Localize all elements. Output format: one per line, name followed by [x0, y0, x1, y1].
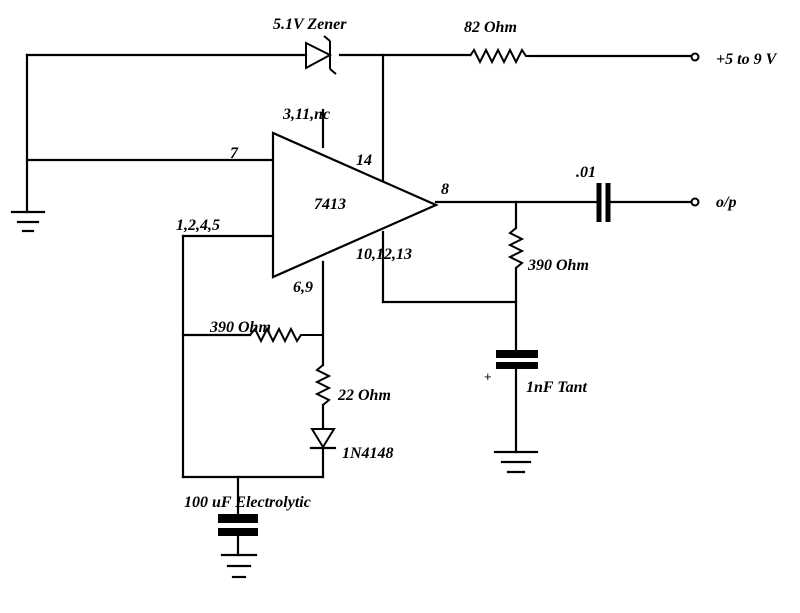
resistor-390-ohm-left: [249, 326, 323, 344]
diode-1n4148-symbol: [309, 428, 337, 450]
resistor-390-ohm-right: [507, 227, 525, 269]
label-100uf-electrolytic: 100 uF Electrolytic: [184, 494, 311, 511]
label-pin14: 14: [356, 152, 372, 169]
label-diode: 1N4148: [342, 445, 394, 462]
label-pins-gnd: 10,12,13: [356, 246, 412, 263]
label-390-ohm-right: 390 Ohm: [527, 257, 589, 274]
label-pin8: 8: [441, 181, 449, 198]
label-1nf-tant: 1nF Tant: [526, 379, 587, 396]
label-pins-left: 1,2,4,5: [176, 217, 220, 234]
top-supply-wire: [25, 53, 694, 58]
label-pins-top: 3,11,nc: [282, 106, 330, 123]
right-ground-symbol: [493, 450, 539, 474]
label-pins-69: 6,9: [293, 279, 313, 296]
output-terminal: [690, 197, 700, 207]
resistor-22-ohm: [314, 364, 332, 406]
label-82-ohm: 82 Ohm: [464, 19, 517, 36]
label-390-ohm-left: 390 Ohm: [209, 319, 271, 336]
left-ground-symbol: [10, 210, 46, 233]
label-output: o/p: [716, 194, 736, 211]
capacitor-01: [596, 183, 611, 222]
label-cap01: .01: [576, 164, 596, 181]
supply-terminal: [690, 52, 700, 62]
label-plus: +: [484, 369, 492, 384]
ic-7413-triangle: [271, 131, 439, 279]
bottom-ground-symbol: [220, 553, 258, 579]
label-supply: +5 to 9 V: [716, 51, 778, 68]
resistor-82-ohm: [469, 47, 530, 65]
capacitor-1nf-tant: [496, 350, 538, 369]
label-22-ohm: 22 Ohm: [337, 387, 391, 404]
label-zener: 5.1V Zener: [273, 16, 347, 33]
capacitor-100uf-electrolytic: [218, 514, 258, 536]
label-pin7: 7: [230, 145, 239, 162]
label-ic: 7413: [314, 196, 346, 213]
zener-diode-symbol: [305, 35, 337, 75]
